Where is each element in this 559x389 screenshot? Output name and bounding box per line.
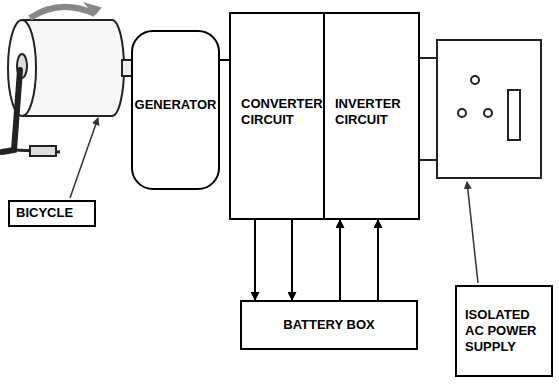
connector-arrow: [339, 220, 341, 300]
generator-box: GENERATOR: [131, 30, 220, 190]
connector-arrow: [220, 59, 229, 61]
node-label: BATTERY BOX: [283, 317, 375, 333]
battery-box: BATTERY BOX: [240, 300, 418, 350]
connector-arrow: [254, 220, 256, 300]
converter-box: CONVERTER CIRCUIT: [229, 12, 329, 220]
node-label: INVERTER CIRCUIT: [335, 96, 412, 129]
node-label: CONVERTER CIRCUIT: [241, 96, 323, 129]
node-label: BICYCLE: [16, 205, 73, 221]
connector-arrow: [291, 220, 293, 300]
output-wires: [420, 58, 437, 160]
node-label: GENERATOR: [135, 97, 217, 123]
node-label: ISOLATED AC POWER SUPPLY: [465, 307, 543, 356]
label-box: BICYCLE: [8, 200, 96, 227]
label-box: ISOLATED AC POWER SUPPLY: [455, 285, 553, 377]
ac-socket: [437, 40, 541, 178]
bicycle-drum: [2, 4, 124, 156]
inverter-box: INVERTER CIRCUIT: [323, 12, 420, 220]
connector-arrow: [377, 220, 379, 300]
